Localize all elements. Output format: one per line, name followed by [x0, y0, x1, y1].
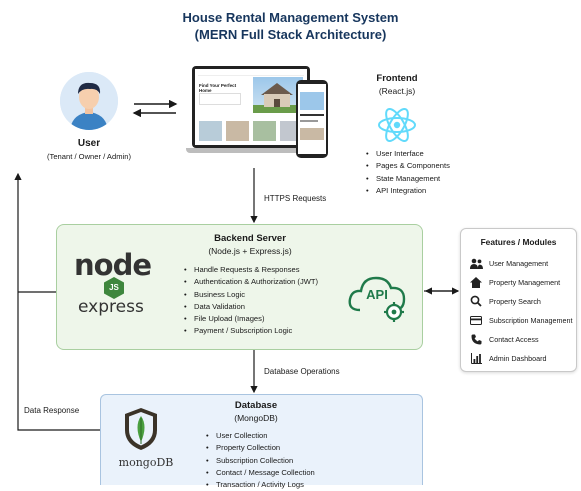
feature-item-admin-dashboard: Admin Dashboard: [469, 350, 577, 366]
phone-listing: [300, 128, 324, 140]
house-icon: [469, 275, 483, 289]
backend-item: File Upload (Images): [184, 313, 384, 326]
diagram-subtitle: (MERN Full Stack Architecture): [194, 27, 387, 42]
backend-list: Handle Requests & Responses Authenticati…: [184, 264, 384, 338]
feature-item-property-management: Property Management: [469, 274, 577, 290]
frontend-item: State Management: [366, 173, 476, 186]
features-heading: Features / Modules: [480, 237, 557, 247]
frontend-tech: (React.js): [378, 86, 416, 96]
js-badge: JS: [109, 283, 119, 292]
frontend-item: Pages & Components: [366, 160, 476, 173]
database-item: Transaction / Activity Logs: [206, 479, 356, 491]
feature-label: Admin Dashboard: [489, 353, 547, 363]
feature-item-subscription-management: Subscription Management: [469, 312, 577, 328]
backend-item: Data Validation: [184, 301, 384, 314]
house-image-icon: [253, 83, 303, 113]
phone-house-photo: [300, 92, 324, 110]
https-label: HTTPS Requests: [264, 194, 327, 203]
feature-label: Property Search: [489, 296, 541, 306]
frontend-label: Frontend: [376, 73, 418, 84]
feature-label: Subscription Management: [489, 315, 573, 325]
website-preview: Find Your Perfect Home: [195, 69, 307, 145]
users-icon: [469, 256, 483, 270]
user-icon: [60, 72, 118, 130]
node-logo: node: [74, 248, 156, 284]
laptop-base: [186, 148, 316, 153]
backend-item: Handle Requests & Responses: [184, 264, 384, 277]
user-roles: (Tenant / Owner / Admin): [47, 152, 131, 161]
frontend-item: User Interface: [366, 148, 476, 161]
diagram-title: House Rental Management System: [182, 10, 399, 25]
site-search-box: [199, 93, 241, 105]
nodejs-hexagon-icon: [104, 277, 124, 299]
chart-icon: [469, 351, 483, 365]
feature-label: Property Management: [489, 277, 561, 287]
listing-thumb: [253, 121, 276, 141]
feature-label: Contact Access: [489, 334, 539, 344]
card-icon: [469, 313, 483, 327]
listing-thumb: [226, 121, 249, 141]
backend-tech: (Node.js + Express.js): [208, 246, 292, 256]
phone-text-line: [300, 114, 324, 116]
site-headline: Find Your Perfect Home: [199, 83, 237, 93]
backend-item: Business Logic: [184, 289, 384, 302]
api-cloud-icon: [348, 276, 406, 322]
phone-frame: [296, 80, 328, 158]
features-panel: Features / Modules User Management Prope…: [460, 228, 577, 372]
backend-item: Authentication & Authorization (JWT): [184, 276, 384, 289]
frontend-item: API Integration: [366, 185, 476, 198]
express-wordmark: express: [78, 297, 144, 317]
database-item: Property Collection: [206, 442, 356, 455]
backend-heading: Backend Server (Node.js + Express.js): [180, 233, 320, 256]
phone-screen: [298, 84, 326, 154]
search-icon: [469, 294, 483, 308]
backend-label: Backend Server: [214, 233, 286, 244]
site-nav: [198, 71, 304, 76]
api-badge-label: API: [366, 287, 388, 302]
database-tech: (MongoDB): [234, 413, 278, 423]
house-photo: [253, 77, 303, 113]
device-mockup: Find Your Perfect Home: [186, 66, 336, 162]
react-logo-icon: [378, 108, 416, 142]
listing-thumb: [199, 121, 222, 141]
feature-item-contact-access: Contact Access: [469, 331, 577, 347]
data-response-label: Data Response: [24, 406, 80, 415]
database-label: Database: [234, 400, 278, 411]
feature-item-user-management: User Management: [469, 255, 577, 271]
frontend-list: User Interface Pages & Components State …: [366, 148, 476, 197]
db-ops-label: Database Operations: [264, 367, 340, 376]
database-item: Contact / Message Collection: [206, 467, 356, 480]
user-label: User: [77, 138, 101, 149]
node-wordmark: node: [74, 248, 152, 282]
phone-text-line: [300, 120, 318, 122]
database-list: User Collection Property Collection Subs…: [206, 430, 356, 491]
database-item: Subscription Collection: [206, 455, 356, 468]
user-avatar: [60, 72, 118, 130]
database-item: User Collection: [206, 430, 356, 443]
database-heading: Database (MongoDB): [186, 400, 326, 423]
frontend-heading: Frontend (React.js): [362, 73, 432, 96]
laptop-screen: Find Your Perfect Home: [192, 66, 310, 148]
feature-label: User Management: [489, 258, 549, 268]
phone-icon: [469, 332, 483, 346]
mongodb-shield-icon: [125, 408, 157, 450]
listing-thumbs: [199, 121, 303, 141]
feature-item-property-search: Property Search: [469, 293, 577, 309]
mongodb-wordmark: mongoDB: [118, 456, 174, 469]
data-response-line: [14, 172, 100, 431]
backend-item: Payment / Subscription Logic: [184, 325, 384, 338]
